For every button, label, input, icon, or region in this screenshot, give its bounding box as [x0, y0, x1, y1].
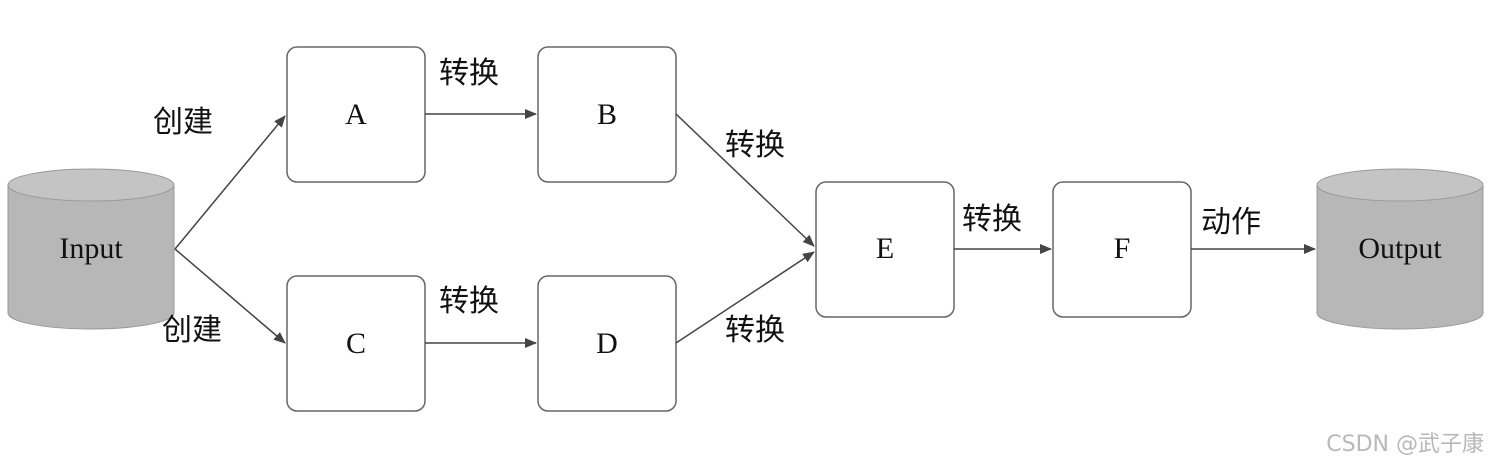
node-e: E	[815, 181, 955, 318]
node-e-label: E	[876, 232, 894, 265]
node-b-label: B	[597, 98, 617, 131]
edge-d-e	[675, 251, 815, 344]
input-node: Input	[7, 168, 175, 330]
output-node: Output	[1316, 168, 1484, 330]
node-c-label: C	[346, 327, 366, 360]
watermark: CSDN @武子康	[1326, 432, 1484, 457]
edge-input-c	[174, 248, 286, 344]
node-f: F	[1052, 181, 1192, 318]
node-f-label: F	[1114, 232, 1131, 265]
edge-label-a-b: 转换	[439, 56, 499, 91]
edge-label-f-output: 动作	[1201, 205, 1261, 240]
edge-label-b-e: 转换	[725, 128, 785, 163]
node-a-label: A	[345, 98, 367, 131]
node-d: D	[537, 275, 677, 412]
edge-label-input-c: 创建	[162, 313, 222, 348]
node-d-label: D	[596, 327, 618, 360]
edge-b-e	[675, 113, 815, 247]
edge-label-d-e: 转换	[725, 313, 785, 348]
edge-label-input-a: 创建	[153, 105, 213, 140]
output-label: Output	[1358, 232, 1442, 265]
edge-input-a	[174, 115, 286, 250]
edge-label-c-d: 转换	[439, 284, 499, 319]
input-label: Input	[59, 232, 123, 265]
node-a: A	[286, 46, 426, 183]
node-b: B	[537, 46, 677, 183]
edge-label-e-f: 转换	[962, 202, 1022, 237]
node-c: C	[286, 275, 426, 412]
